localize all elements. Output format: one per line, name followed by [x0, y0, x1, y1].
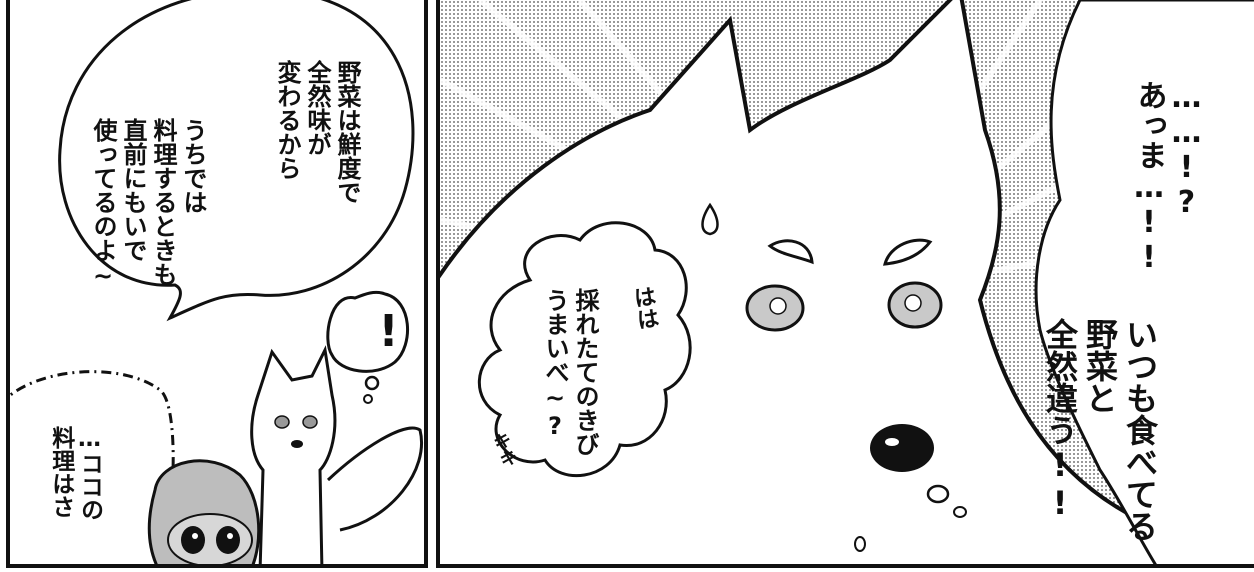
- cloud-line: うまいべ~?: [541, 288, 569, 440]
- speech-bubble-large: [58, 0, 415, 322]
- left-panel-art: [10, 0, 423, 564]
- tanuki-character: [147, 459, 261, 564]
- speech-line: …ココの: [76, 426, 103, 521]
- speech-bubble-right: [1034, 0, 1254, 564]
- speech-text-veggies: 野菜は鮮度で 全然味が 変わるから: [272, 60, 362, 204]
- thought-dot-small: [363, 394, 373, 404]
- right-panel: ……!? あっま…!! 採れたてのきび うまいべ~? はは キキ いつも食べてる…: [436, 0, 1254, 568]
- speech-line: 使ってるのよ~: [89, 118, 117, 290]
- fox-character-small: [250, 345, 423, 564]
- fox-nose: [870, 424, 934, 472]
- thought-dot: [364, 375, 380, 391]
- speech-text-different: いつも食べてる 野菜と 全然違う!!: [1040, 318, 1160, 542]
- laugh-sfx: はは: [628, 284, 660, 332]
- speech-line: うちでは: [179, 118, 207, 214]
- cloud-speech-text: 採れたてのきび うまいべ~?: [540, 288, 600, 456]
- thought-exclaim-text: !: [363, 306, 414, 357]
- speech-line: 全然違う!!: [1041, 318, 1079, 522]
- speech-line: 料理するときも: [149, 118, 177, 286]
- thought-bubble: [326, 290, 409, 373]
- right-panel-art: [440, 0, 1254, 564]
- cloud-bubble: [477, 221, 692, 477]
- left-panel: 野菜は鮮度で 全然味が 変わるから うちでは 料理するときも 直前にもいで 使っ…: [6, 0, 428, 568]
- sweat-drop: [701, 202, 719, 236]
- cloud-line: 採れたてのきび: [571, 288, 599, 456]
- speech-line: 変わるから: [273, 60, 301, 180]
- speech-line: 野菜と: [1081, 318, 1119, 414]
- speech-line: 全然味が: [303, 60, 331, 156]
- speech-line: 野菜は鮮度で: [333, 60, 361, 204]
- speech-line: いつも食べてる: [1121, 318, 1159, 542]
- exclaim-line: あっま…!!: [1131, 80, 1167, 275]
- speech-line: 料理はさ: [47, 426, 74, 518]
- exclaim-line: ……!?: [1169, 80, 1204, 220]
- speech-text-home: うちでは 料理するときも 直前にもいで 使ってるのよ~: [88, 118, 208, 290]
- speech-text-koko: …ココの 料理はさ: [46, 426, 104, 521]
- exclaim-text: ……!? あっま…!!: [1130, 80, 1205, 275]
- speech-line: 直前にもいで: [119, 118, 147, 262]
